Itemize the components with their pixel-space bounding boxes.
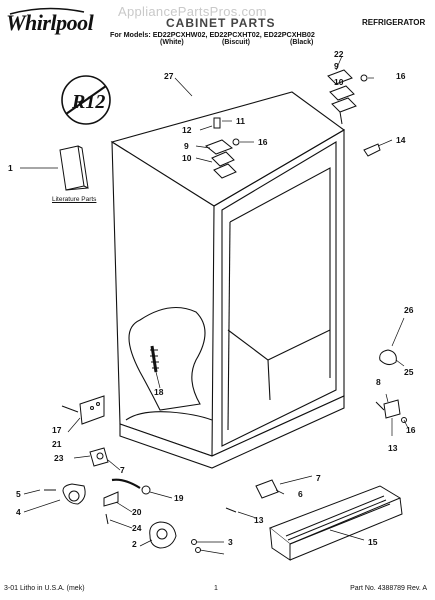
callout-2: 2	[132, 539, 137, 549]
callout-6: 6	[298, 489, 303, 499]
drain-tube	[150, 345, 159, 373]
callout-13-right: 13	[388, 443, 398, 453]
callout-15: 15	[368, 537, 378, 547]
caster-4	[44, 483, 86, 505]
hose-19	[111, 478, 151, 495]
callout-17: 17	[52, 425, 62, 435]
models-line: For Models: ED22PCXHW02, ED22PCXHT02, ED…	[110, 30, 315, 39]
callout-24: 24	[132, 523, 142, 533]
bracket-14	[363, 143, 381, 157]
callout-7-left: 7	[120, 465, 125, 475]
callout-22: 22	[334, 49, 344, 59]
callout-10-center: 10	[182, 153, 192, 163]
callout-27: 27	[164, 71, 174, 81]
page-number: 1	[214, 585, 218, 592]
callout-9-right: 9	[334, 61, 339, 71]
upper-hinge-center	[205, 117, 240, 179]
page-title: CABINET PARTS	[166, 16, 276, 30]
color-white: (White)	[160, 39, 184, 46]
callout-12: 12	[182, 125, 192, 135]
callout-10-right: 10	[334, 77, 344, 87]
callout-19: 19	[174, 493, 184, 503]
bracket-6	[225, 479, 279, 513]
callout-16-center: 16	[258, 137, 268, 147]
part-number: Part No. 4388789 Rev. A	[350, 585, 427, 592]
toe-grille	[269, 485, 403, 561]
callout-23: 23	[54, 453, 64, 463]
callout-26: 26	[404, 305, 414, 315]
callout-25: 25	[404, 367, 414, 377]
r12-badge-text: R12	[71, 91, 105, 113]
callout-4: 4	[16, 507, 21, 517]
callout-14: 14	[396, 135, 406, 145]
callout-21: 21	[52, 439, 62, 449]
callout-13-center: 13	[254, 515, 264, 525]
callout-16-right-top: 16	[396, 71, 406, 81]
callout-5: 5	[16, 489, 21, 499]
callout-3: 3	[228, 537, 233, 547]
callout-18: 18	[154, 387, 164, 397]
callout-9-center: 9	[184, 141, 189, 151]
color-biscuit: (Biscuit)	[222, 39, 250, 46]
watermark: AppliancePartsPros.com	[118, 4, 267, 19]
r12-badge	[61, 75, 111, 125]
upper-hinge-right	[327, 69, 368, 125]
leveler-2	[149, 521, 201, 553]
callout-16-right-bottom: 16	[406, 425, 416, 435]
whirlpool-logo: Whirlpool	[6, 6, 116, 42]
literature-parts-label: Literature Parts	[52, 196, 97, 203]
literature-booklet	[59, 145, 89, 191]
footer-litho: 3-01 Litho in U.S.A. (mek)	[4, 585, 85, 592]
callout-8: 8	[376, 377, 381, 387]
callout-7-right: 7	[316, 473, 321, 483]
color-black: (Black)	[290, 39, 314, 46]
callout-11: 11	[236, 116, 245, 126]
mount-23	[89, 447, 109, 467]
leader-lines	[20, 55, 409, 555]
brand-name: Whirlpool	[6, 10, 94, 35]
lower-hinge-right	[375, 349, 407, 423]
clip-20	[103, 491, 119, 525]
category-label: REFRIGERATOR	[362, 18, 426, 27]
callout-20: 20	[132, 507, 142, 517]
logo-swoosh-icon	[9, 7, 85, 15]
left-bracket-17	[61, 395, 105, 425]
callout-1: 1	[8, 163, 13, 173]
